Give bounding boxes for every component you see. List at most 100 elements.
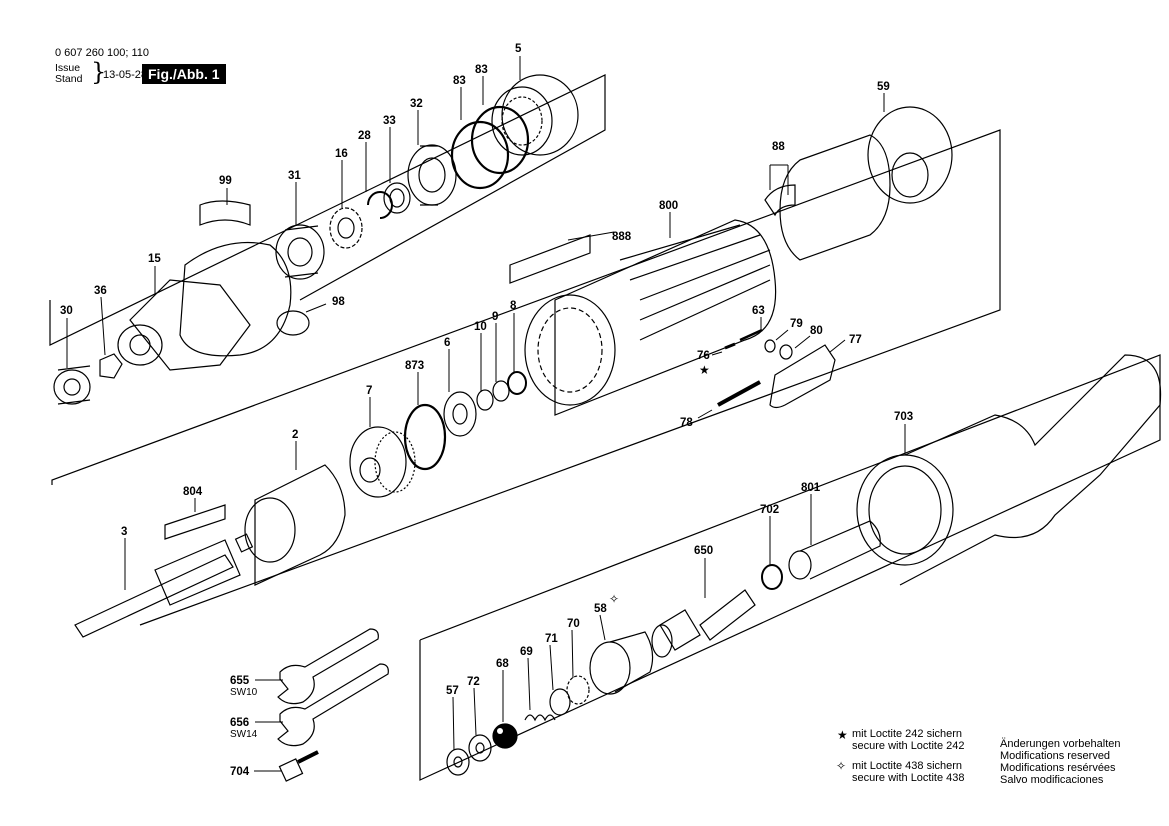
part-98-shape [276, 310, 310, 336]
part-label-702: 702 [760, 504, 779, 516]
part-label-6: 6 [444, 337, 450, 349]
part-63-shape [739, 328, 763, 342]
part-label-31: 31 [288, 170, 301, 182]
part-88-shape [764, 134, 891, 261]
panel-frame-bottom [419, 354, 1161, 781]
part-label-32: 32 [410, 98, 423, 110]
part-label-58: 58 [594, 603, 607, 615]
part-800-shape [524, 219, 777, 416]
part-68-shape [492, 723, 518, 749]
figure-label: Fig./Abb. 1 [142, 64, 226, 84]
part-72-shape [468, 734, 492, 762]
part-888-shape [509, 234, 591, 284]
outline-star-symbol-58: ✧ [609, 592, 619, 606]
part-label-99: 99 [219, 175, 232, 187]
loctite-242-en: secure with Loctite 242 [852, 740, 965, 752]
part-6-shape [443, 391, 477, 437]
part-label-63: 63 [752, 305, 765, 317]
outline-star-legend-icon: ✧ [836, 759, 847, 773]
part-label-650: 650 [694, 545, 713, 557]
part-801-shape [788, 520, 881, 580]
part-label-78: 78 [680, 417, 693, 429]
part-99-shape [199, 200, 251, 226]
part-9-shape [492, 380, 510, 402]
part-label-7: 7 [366, 385, 372, 397]
brace-symbol: } [91, 58, 107, 86]
wrench-size-sw14: SW14 [230, 729, 258, 740]
part-656-shape [277, 663, 389, 747]
part-77-shape [769, 344, 836, 409]
issue-stand-label: Issue Stand [55, 63, 82, 85]
part-label-36: 36 [94, 285, 107, 297]
part-80-shape [779, 344, 793, 360]
part-label-2: 2 [292, 429, 298, 441]
reserved-fr: Modifications resérvées [1000, 762, 1116, 774]
part-label-72: 72 [467, 676, 480, 688]
part-59-shape [867, 106, 953, 204]
part-label-80: 80 [810, 325, 823, 337]
part-label-30: 30 [60, 305, 73, 317]
part-69-shape [524, 714, 556, 722]
part-10-shape [476, 389, 494, 411]
issue-label: Issue [55, 62, 81, 74]
part-5-shape [491, 74, 579, 156]
part-3-shape [74, 533, 254, 638]
part-83b-shape [470, 105, 530, 175]
part-label-71: 71 [545, 633, 558, 645]
part-label-703: 703 [894, 411, 913, 423]
part-36-shape [99, 353, 123, 379]
part-label-704: 704 [230, 766, 250, 778]
part-76-shape [724, 342, 736, 350]
wrench-size-sw10: SW10 [230, 687, 258, 698]
document-number: 0 607 260 100; 110 [55, 47, 149, 59]
part-label-69: 69 [520, 646, 533, 658]
part-label-59: 59 [877, 81, 890, 93]
reserved-de: Änderungen vorbehalten [1000, 738, 1121, 750]
reserved-es: Salvo modificaciones [1000, 774, 1104, 786]
part-label-76: 76 [697, 350, 710, 362]
loctite-438-en: secure with Loctite 438 [852, 772, 965, 784]
part-83a-shape [450, 120, 510, 190]
part-label-16: 16 [335, 148, 348, 160]
part-28-shape [367, 191, 393, 219]
part-702-shape [761, 564, 783, 590]
stand-label: Stand [55, 73, 83, 85]
part-label-655: 655 [230, 675, 250, 687]
part-32-shape [407, 144, 457, 206]
part-58-shape [589, 631, 654, 695]
part-804-shape [164, 504, 226, 540]
part-71-shape [549, 688, 571, 716]
part-704-shape [278, 750, 319, 782]
part-label-77: 77 [849, 334, 862, 346]
issue-date: 13-05-28 [103, 69, 148, 81]
loctite-242-note: mit Loctite 242 sichern secure with Loct… [852, 728, 965, 752]
part-label-5: 5 [515, 43, 522, 55]
part-label-656: 656 [230, 717, 249, 729]
part-650-shape [651, 589, 756, 658]
part-8-shape [507, 371, 527, 395]
part-70-shape [566, 675, 590, 705]
part-78-shape [717, 380, 761, 407]
panel-frame-top [49, 74, 606, 346]
part-57-shape [446, 748, 470, 776]
part-16-shape [329, 207, 363, 249]
part-31-shape [275, 224, 325, 280]
star-legend-icon: ★ [837, 728, 848, 742]
part-label-83a: 83 [453, 75, 466, 87]
part-label-873: 873 [405, 360, 424, 372]
part-30-shape [53, 365, 91, 405]
panel-frame-middle [51, 129, 1001, 626]
loctite-242-de: mit Loctite 242 sichern [852, 728, 963, 740]
part-79-shape [764, 339, 776, 353]
part-label-15: 15 [148, 253, 161, 265]
part-label-800: 800 [659, 200, 678, 212]
part-655-shape [277, 628, 379, 705]
part-label-8: 8 [510, 300, 517, 312]
part-33-shape [383, 182, 411, 214]
part-label-28: 28 [358, 130, 371, 142]
part-label-33: 33 [383, 115, 396, 127]
part-label-57: 57 [446, 685, 459, 697]
modifications-reserved-note: Änderungen vorbehalten Modifications res… [1000, 738, 1120, 786]
